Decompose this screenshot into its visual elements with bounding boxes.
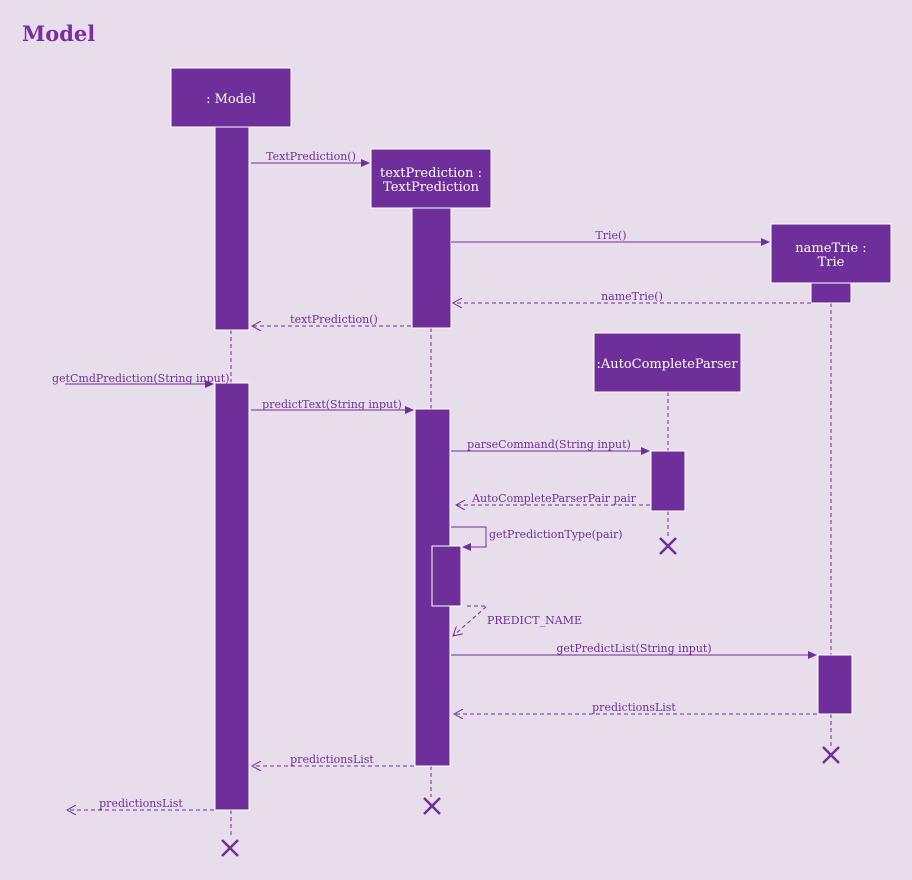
participant-label: :AutoCompleteParser — [596, 357, 738, 372]
message-label: getPredictList(String input) — [556, 642, 711, 655]
participant-box — [770, 223, 892, 284]
model-destroy-icon — [221, 839, 239, 857]
frame-title: Model — [22, 21, 95, 46]
participant-model: : Model — [170, 67, 292, 128]
message-get-predict-list: getPredictList(String input) — [451, 642, 817, 659]
message-label: AutoCompleteParserPair pair — [471, 492, 637, 505]
message-label: predictionsList — [592, 701, 676, 714]
message-parse-command: parseCommand(String input) — [451, 438, 650, 455]
text-prediction-self-activation — [431, 545, 462, 607]
message-get-prediction-type: getPredictionType(pair) — [451, 526, 623, 551]
name-trie-activation-1 — [810, 282, 852, 304]
message-label: Trie() — [595, 229, 626, 242]
message-trie-create: Trie() — [451, 229, 770, 246]
message-label: getPredictionType(pair) — [489, 528, 623, 541]
model-activation-2 — [214, 382, 250, 811]
participant-label-line2: Trie — [818, 255, 845, 270]
message-label: PREDICT_NAME — [487, 614, 582, 627]
message-label: nameTrie() — [601, 290, 663, 303]
name-trie-activation-2 — [817, 654, 853, 715]
message-label: TextPrediction() — [266, 150, 356, 163]
text-prediction-activation-1 — [411, 207, 452, 329]
message-predict-text: predictText(String input) — [251, 398, 414, 414]
participant-box — [170, 67, 292, 128]
participant-name-trie: nameTrie : Trie — [770, 223, 892, 284]
model-activation-1 — [214, 126, 250, 331]
participant-box — [593, 332, 742, 393]
participant-label: : Model — [206, 92, 256, 107]
message-label: textPrediction() — [290, 313, 378, 326]
message-label: predictText(String input) — [262, 398, 402, 411]
participant-label-line2: TextPrediction — [383, 180, 480, 195]
name-trie-destroy-icon — [822, 746, 840, 764]
self-message-arrow — [451, 526, 487, 551]
participant-label-line1: nameTrie : — [795, 241, 866, 256]
message-predict-name-return: PREDICT_NAME — [453, 605, 582, 636]
return-arrow — [453, 605, 489, 636]
message-label: predictionsList — [99, 797, 183, 810]
message-get-cmd-prediction: getCmdPrediction(String input) — [52, 372, 229, 388]
message-text-prediction-create: TextPrediction() — [251, 150, 370, 167]
message-name-trie-return: nameTrie() — [453, 290, 811, 303]
message-predictions-list-return-3: predictionsList — [67, 797, 214, 810]
message-label: predictionsList — [290, 753, 374, 766]
parser-activation — [650, 450, 686, 512]
participant-label-line1: textPrediction : — [380, 166, 482, 181]
participant-auto-complete-parser: :AutoCompleteParser — [593, 332, 742, 393]
text-prediction-destroy-icon — [423, 797, 441, 815]
participant-text-prediction: textPrediction : TextPrediction — [370, 148, 492, 209]
message-text-prediction-return: textPrediction() — [252, 313, 411, 326]
message-label: parseCommand(String input) — [467, 438, 631, 451]
message-auto-complete-parser-pair-return: AutoCompleteParserPair pair — [456, 492, 650, 505]
message-predictions-list-return-1: predictionsList — [454, 701, 817, 714]
parser-destroy-icon — [659, 537, 677, 555]
message-label: getCmdPrediction(String input) — [52, 372, 229, 385]
message-predictions-list-return-2: predictionsList — [252, 753, 414, 766]
